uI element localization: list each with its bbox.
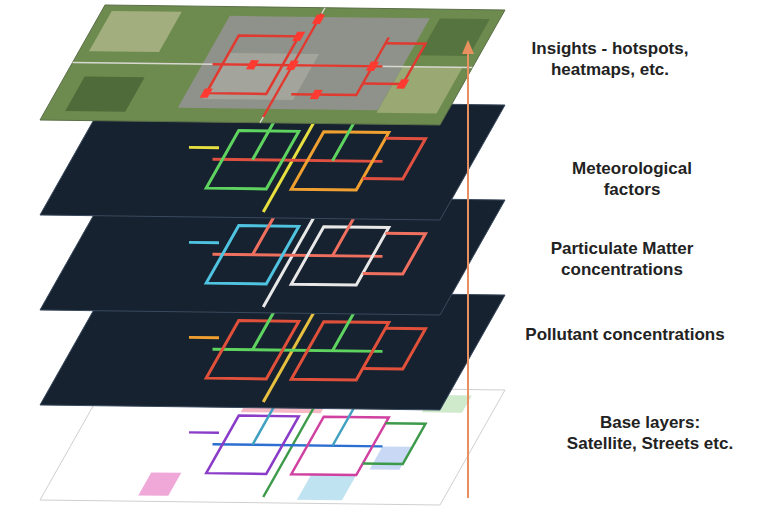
- layer-label: Pollutant concentrations: [485, 324, 765, 345]
- layer-label: Base layers: Satellite, Streets etc.: [565, 412, 735, 455]
- satellite-layer: [40, 5, 505, 125]
- layer-label: Meteorological factors: [547, 158, 717, 201]
- layer-label: Particulate Matter concentrations: [522, 238, 722, 281]
- layer-label: Insights - hotspots, heatmaps, etc.: [510, 38, 710, 81]
- upward-arrow: [462, 40, 474, 498]
